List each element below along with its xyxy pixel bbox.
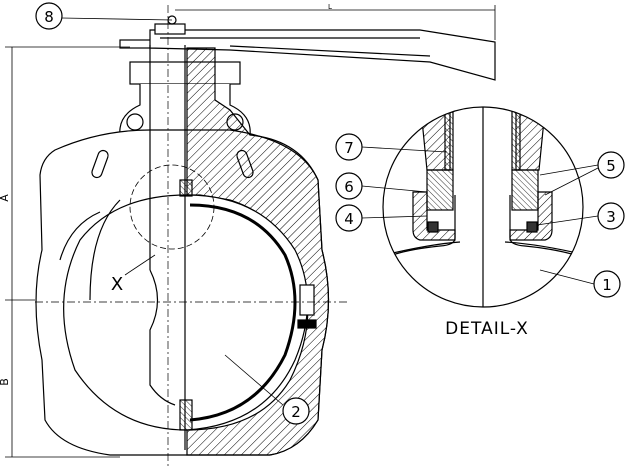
balloon-5-label: 5: [606, 157, 616, 175]
balloon-3-label: 3: [606, 208, 616, 226]
dimension-ab: [5, 46, 130, 458]
balloon-4: [335, 204, 363, 232]
centerlines: [35, 5, 350, 468]
detail-marker-label: X: [111, 274, 123, 295]
balloon-5: [597, 151, 625, 179]
detail-x-view: [382, 106, 584, 308]
dimension-l-label: L: [328, 3, 332, 11]
balloon-4-label: 4: [344, 210, 354, 228]
balloon-2: [282, 397, 310, 425]
leader-lines: [61, 17, 599, 406]
detail-x-marker: [129, 164, 215, 250]
balloon-2-label: 2: [291, 403, 301, 421]
balloon-8: [35, 2, 63, 30]
balloon-7-label: 7: [344, 139, 354, 157]
balloon-8-label: 8: [44, 8, 54, 26]
balloon-6: [335, 172, 363, 200]
balloon-1-label: 1: [602, 276, 612, 294]
lever-handle: [119, 15, 496, 81]
dimension-a-label: A: [0, 194, 11, 202]
disc: [59, 45, 186, 450]
dimension-b-label: B: [0, 378, 11, 386]
balloon-3: [597, 202, 625, 230]
balloon-7: [335, 133, 363, 161]
dimension-l: [175, 5, 496, 40]
balloon-1: [593, 270, 621, 298]
detail-title: DETAIL-X: [445, 319, 529, 339]
balloon-6-label: 6: [344, 178, 354, 196]
